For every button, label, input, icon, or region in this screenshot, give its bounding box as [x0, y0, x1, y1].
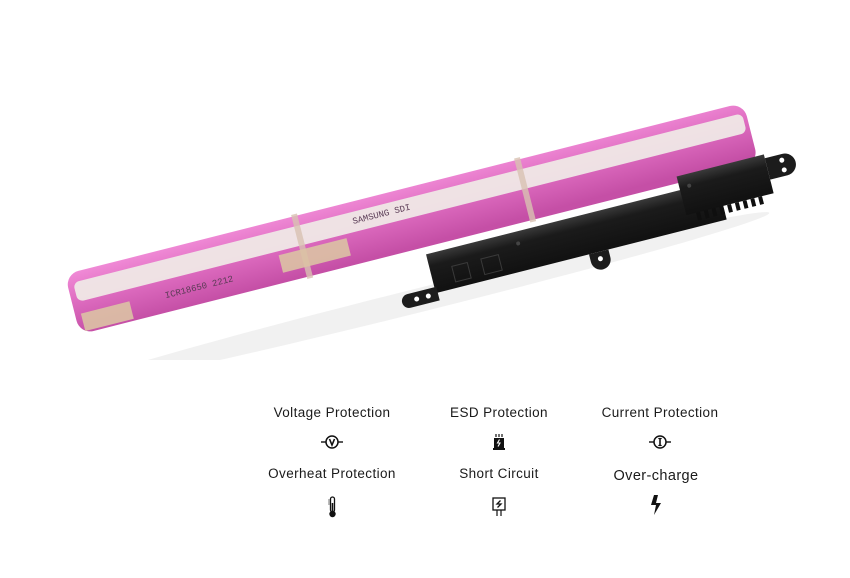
voltage-icon	[321, 435, 343, 449]
esd-icon	[493, 434, 505, 450]
feature-label: Short Circuit	[459, 466, 539, 481]
thermometer-icon	[328, 496, 336, 518]
feature-esd-protection: ESD Protection	[409, 405, 589, 454]
feature-overheat-protection: Overheat Protection	[242, 466, 422, 519]
feature-short-circuit: Short Circuit	[409, 466, 589, 519]
lightning-icon	[651, 495, 661, 515]
current-icon	[649, 435, 671, 449]
feature-current-protection: Current Protection	[570, 405, 750, 454]
short-circuit-icon	[492, 497, 506, 516]
feature-label: Current Protection	[601, 405, 719, 420]
feature-label: Overheat Protection	[268, 466, 396, 481]
feature-label: Voltage Protection	[273, 405, 391, 420]
battery-product-image: ICR18650 2212 SAMSUNG SDI	[67, 105, 796, 360]
feature-voltage-protection: Voltage Protection	[242, 405, 422, 454]
feature-label: ESD Protection	[450, 405, 548, 420]
feature-over-charge: Over-charge	[566, 468, 746, 517]
feature-label: Over-charge	[613, 468, 699, 484]
